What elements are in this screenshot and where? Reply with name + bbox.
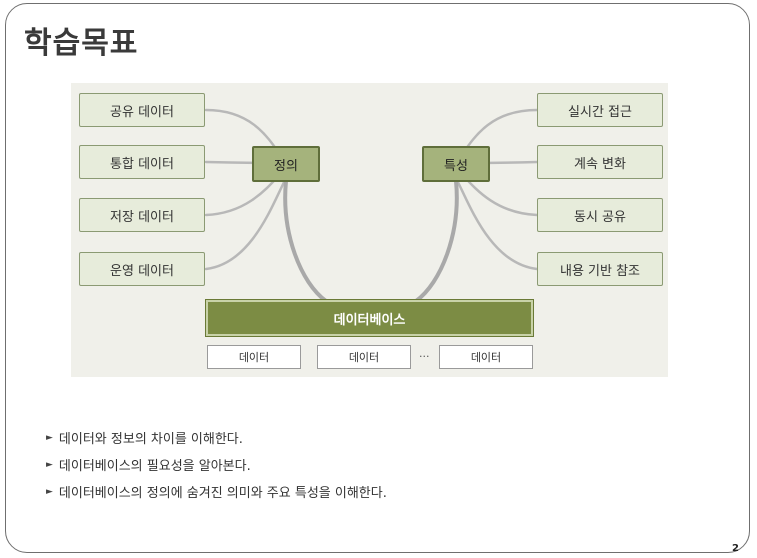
- page-number: 2: [732, 543, 739, 554]
- triangle-bullet-icon: ►: [46, 459, 53, 470]
- database-concept-diagram: 공유 데이터 통합 데이터 저장 데이터 운영 데이터 실시간 접근 계속 변화…: [71, 83, 668, 377]
- ellipsis: ···: [419, 350, 430, 363]
- list-item: ► 데이터베이스의 정의에 숨겨진 의미와 주요 특성을 이해한다.: [46, 478, 387, 505]
- data-box: 데이터: [439, 345, 533, 369]
- slide-title: 학습목표: [24, 26, 139, 61]
- triangle-bullet-icon: ►: [46, 486, 53, 497]
- right-item-realtime-access: 실시간 접근: [537, 93, 663, 127]
- right-item-content-reference: 내용 기반 참조: [537, 252, 663, 286]
- database-bar: 데이터베이스: [205, 299, 534, 337]
- data-box: 데이터: [317, 345, 411, 369]
- learning-goals-list: ► 데이터와 정보의 차이를 이해한다. ► 데이터베이스의 필요성을 알아본다…: [46, 424, 387, 505]
- left-item-shared-data: 공유 데이터: [79, 93, 205, 127]
- goal-text: 데이터베이스의 정의에 숨겨진 의미와 주요 특성을 이해한다.: [58, 486, 387, 501]
- list-item: ► 데이터와 정보의 차이를 이해한다.: [46, 424, 387, 451]
- left-item-stored-data: 저장 데이터: [79, 198, 205, 232]
- definition-hub: 정의: [252, 146, 320, 182]
- list-item: ► 데이터베이스의 필요성을 알아본다.: [46, 451, 387, 478]
- data-box: 데이터: [207, 345, 301, 369]
- right-item-concurrent-sharing: 동시 공유: [537, 198, 663, 232]
- right-item-continuous-change: 계속 변화: [537, 145, 663, 179]
- characteristics-hub: 특성: [422, 146, 490, 182]
- left-item-operational-data: 운영 데이터: [79, 252, 205, 286]
- left-item-integrated-data: 통합 데이터: [79, 145, 205, 179]
- goal-text: 데이터와 정보의 차이를 이해한다.: [58, 432, 243, 447]
- goal-text: 데이터베이스의 필요성을 알아본다.: [58, 459, 251, 474]
- triangle-bullet-icon: ►: [46, 432, 53, 443]
